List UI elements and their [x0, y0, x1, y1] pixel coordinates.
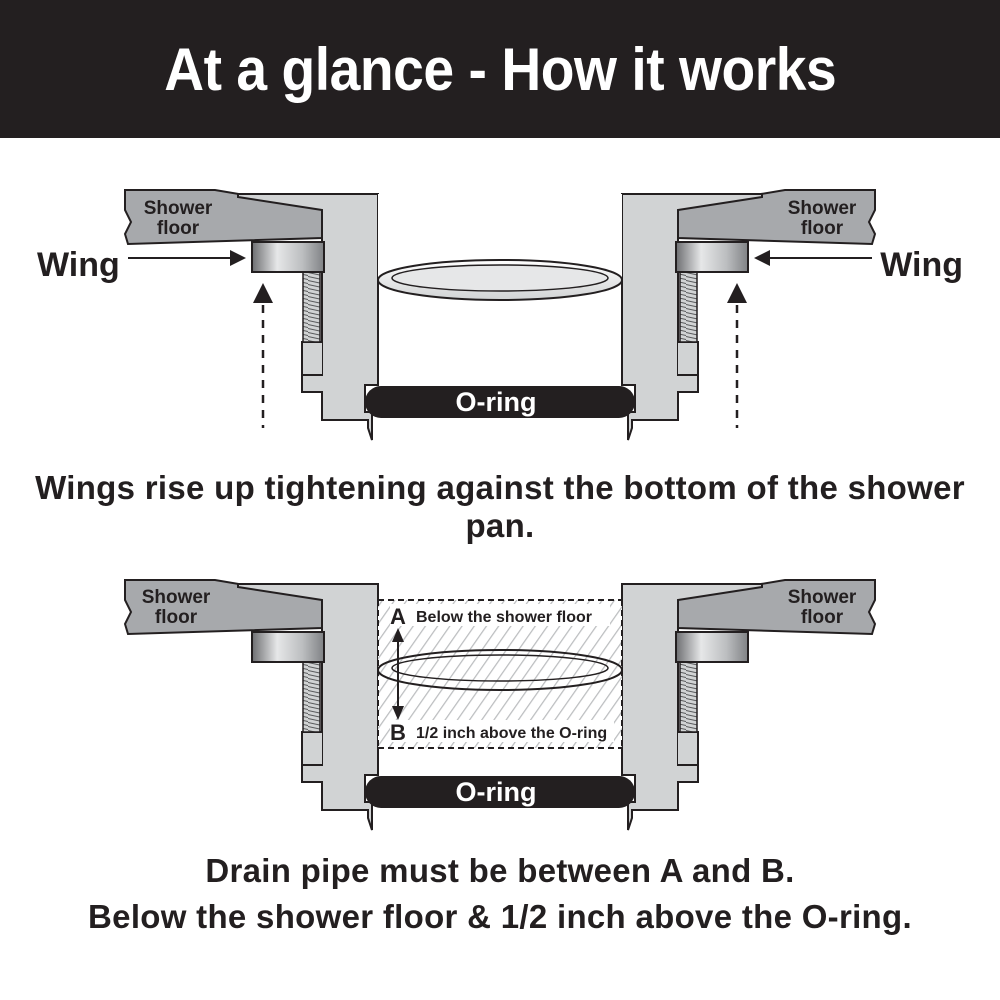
oring — [365, 386, 635, 418]
marker-a-text: Below the shower floor — [416, 609, 592, 626]
wing-left — [251, 241, 325, 273]
caption-pipe-range-line2: Below the shower floor & 1/2 inch above … — [88, 898, 912, 935]
caption-pipe-range-line1: Drain pipe must be between A and B. — [205, 852, 795, 889]
header-bar: At a glance - How it works — [0, 0, 1000, 138]
drain-pipe-outline — [377, 280, 623, 385]
shower-floor-right-label-2: floor — [801, 607, 844, 628]
wing-right — [675, 241, 749, 273]
marker-b-text: 1/2 inch above the O-ring — [416, 725, 607, 742]
drain-diagram-wings: Shower floor Shower floor O-ring Wing Wi… — [37, 189, 963, 441]
shower-floor-left-label-2: floor — [155, 607, 198, 628]
bolt-right — [679, 661, 698, 733]
wing-left — [251, 631, 325, 663]
bolt-left — [302, 661, 321, 733]
caption-wings: Wings rise up tightening against the bot… — [35, 469, 965, 544]
wing-right — [675, 631, 749, 663]
bolt-right — [679, 271, 698, 343]
marker-a: A — [390, 604, 406, 629]
drain-diagram-pipe-range: Shower floor Shower floor A Below the sh… — [123, 579, 877, 831]
shower-floor-right-label-1: Shower — [788, 198, 857, 219]
oring — [365, 776, 635, 808]
wing-label-right: Wing — [880, 246, 963, 284]
page-title: At a glance - How it works — [163, 35, 837, 103]
bolt-left — [302, 271, 321, 343]
marker-b: B — [390, 720, 406, 745]
pipe-top-ellipse — [377, 649, 623, 691]
wing-label-left: Wing — [37, 246, 120, 284]
shower-floor-right-label-1: Shower — [788, 587, 857, 608]
shower-floor-left-label-2: floor — [157, 218, 200, 239]
shower-floor-left-label-1: Shower — [142, 587, 211, 608]
oring-label: O-ring — [456, 387, 537, 417]
shower-floor-left-label-1: Shower — [144, 198, 213, 219]
shower-floor-right-label-2: floor — [801, 218, 844, 239]
oring-label: O-ring — [456, 777, 537, 807]
